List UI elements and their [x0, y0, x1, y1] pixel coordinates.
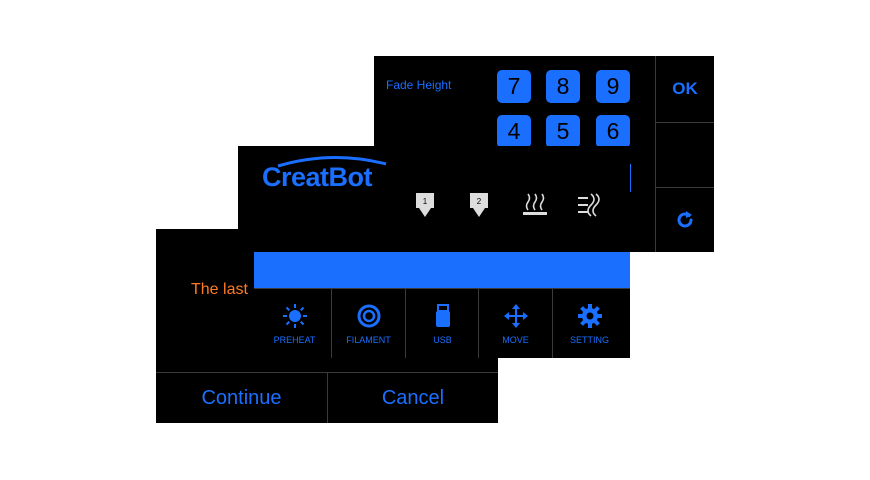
usb-icon [435, 303, 450, 327]
fade-height-label: Fade Height [386, 78, 452, 92]
divider [552, 289, 553, 358]
menu-setting-label: SETTING [569, 334, 609, 345]
divider [478, 289, 479, 358]
creatbot-logo: CreatBot [262, 155, 387, 193]
dialog-message: The last [191, 281, 248, 298]
sun-icon [282, 303, 307, 328]
menu-setting[interactable]: SETTING [553, 289, 626, 358]
ok-button[interactable]: OK [672, 79, 698, 98]
refresh-button[interactable] [656, 188, 714, 252]
divider [156, 372, 498, 373]
extruder-1-icon: 1 [416, 193, 434, 217]
divider [656, 122, 714, 123]
menu-move-label: MOVE [502, 334, 529, 345]
menu-usb[interactable]: USB [406, 289, 479, 358]
menu-filament-label: FILAMENT [346, 334, 391, 345]
target-icon [357, 304, 380, 327]
menu-filament[interactable]: FILAMENT [332, 289, 405, 358]
svg-text:1: 1 [423, 197, 428, 206]
key-7[interactable]: 7 [497, 70, 531, 103]
menu-move[interactable]: MOVE [479, 289, 552, 358]
divider [327, 373, 328, 423]
divider [254, 288, 630, 289]
key-8[interactable]: 8 [546, 70, 580, 103]
menu-preheat-label: PREHEAT [273, 334, 316, 345]
menu-usb-label: USB [433, 334, 452, 345]
logo-swoosh-icon [277, 155, 387, 168]
divider [405, 289, 406, 358]
progress-bar [254, 252, 630, 288]
fan-icon [578, 193, 600, 217]
continue-button[interactable]: Continue [201, 386, 282, 409]
gear-icon [577, 303, 602, 328]
svg-text:2: 2 [477, 197, 482, 206]
refresh-icon [677, 211, 693, 228]
extruder-2-icon: 2 [470, 193, 488, 217]
key-9[interactable]: 9 [596, 70, 630, 103]
key-6[interactable]: 6 [596, 115, 630, 148]
divider [331, 289, 332, 358]
key-4[interactable]: 4 [497, 115, 531, 148]
main-menu-panel: PREHEAT FILAMENT USB MOVE [254, 252, 630, 358]
move-arrows-icon [503, 303, 528, 328]
menu-preheat[interactable]: PREHEAT [258, 289, 331, 358]
key-5[interactable]: 5 [546, 115, 580, 148]
logo-text: CreatBot [262, 162, 373, 192]
cancel-button[interactable]: Cancel [381, 386, 445, 409]
heated-bed-icon [523, 193, 547, 215]
divider [655, 56, 656, 252]
divider [656, 187, 714, 188]
scroll-indicator [630, 164, 631, 192]
